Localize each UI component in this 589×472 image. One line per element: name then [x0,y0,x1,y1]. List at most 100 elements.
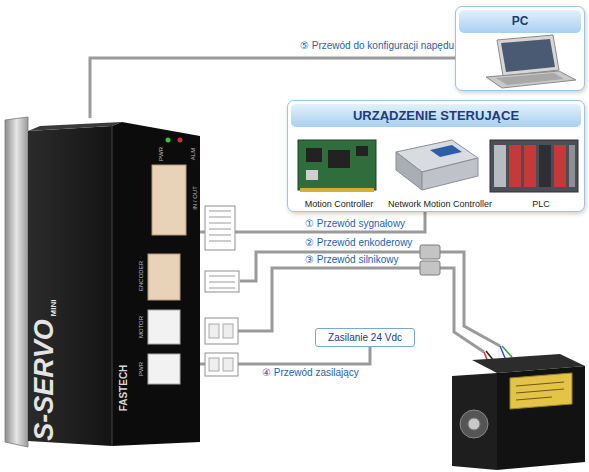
cable-label: ⑤ Przewód do konfiguracji napędu [300,40,454,51]
driver-front [112,122,200,446]
pin [209,276,235,277]
encoder-plug [205,271,239,292]
device-label: Network Motion Controller [382,199,498,209]
pcb-contacts [300,188,374,192]
pin [223,324,233,338]
driver-body [5,117,200,447]
port-label: ENCODER [138,261,144,291]
laptop-base [486,71,576,88]
plc-module [569,145,575,187]
plc-module [539,145,551,187]
driver-side [28,126,112,446]
driver-edge [112,126,113,446]
cable-connector [200,212,425,232]
port-label: MOTOR [138,316,144,338]
laptop-screen [501,39,555,72]
cable-label: ④ Przewód zasilający [262,367,359,378]
pin [209,288,235,289]
chip [328,150,350,168]
plc-module [509,145,521,187]
nameplate-line [516,389,564,393]
motor-flange [460,410,488,438]
plc-base [490,140,578,192]
controller-item: Network Motion Controller [382,133,498,211]
pin [209,241,231,242]
cable-label: ③ Przewód silnikowy [305,254,398,265]
cable-plugs [205,206,239,376]
panel-heading: URZĄDZENIE STERUJĄCE [291,104,581,127]
power-socket [148,354,180,384]
controller-panel: URZĄDZENIE STERUJĄCE Motion ControllerNet… [287,100,585,212]
pin [209,324,219,338]
motor-cables [238,252,500,352]
pcb [298,140,376,190]
cable-label: ① Przewód sygnałowy [305,218,405,229]
pin [209,229,231,230]
motor-cable [440,268,484,352]
plc-rack [490,140,578,192]
led-label: ALM [190,148,196,160]
pin [209,282,235,283]
power-box: Zasilanie 24 Vdc [315,328,415,347]
network-controller-unit [396,140,478,190]
device-label: PLC [500,199,582,209]
led-label: PWR [158,147,164,161]
plc-module [554,145,566,187]
pin [209,223,231,224]
brand-name: FASTECH [118,365,129,412]
motor-plug [205,318,238,344]
alm-led [178,138,183,143]
pin [223,358,233,371]
motor-front [452,373,497,470]
laptop [486,35,576,88]
motor-shaft [468,418,480,430]
motor-side [497,366,585,470]
panel-heading: PC [459,10,581,33]
port-label: PWR [138,362,144,376]
motion-controller-card [298,140,376,192]
power-plug [205,353,238,376]
pin [209,358,219,371]
cable-connector [420,245,440,259]
chip [306,148,322,162]
pin [209,217,231,218]
laptop-lid [497,35,559,76]
cable-connector [200,347,370,364]
pc-panel: PC [455,6,585,91]
pwr-led [166,138,171,143]
signal-plug [205,206,235,250]
laptop-keyboard [496,73,564,85]
servo-driver: S-SERVO MINI FASTECH PWR ALM IN / OUT ENCODER M… [5,118,200,448]
servo-motor [452,346,585,470]
plc-module [494,145,506,187]
cable-label: ② Przewód enkoderowy [305,237,412,248]
unit-side [396,152,422,190]
heatsink-plate [5,117,28,447]
plc-module [524,145,536,187]
cable-connector [420,261,440,275]
cable-line [200,212,425,232]
cable-line [200,347,370,364]
device-label: Motion Controller [294,199,384,209]
controller-item: Motion Controller [294,133,384,211]
nameplate-line [516,397,552,400]
power-label: Zasilanie 24 Vdc [316,329,414,346]
wire [502,346,512,357]
motor-nameplate [510,373,572,409]
io-socket [152,165,186,235]
pin [209,211,231,212]
encoder-cable [440,252,500,346]
unit-front [422,158,478,190]
product-variant: MINI [49,300,58,317]
nameplate-line [516,382,564,386]
pin [209,235,231,236]
motor-cable [238,268,420,331]
plug-pins [209,211,231,241]
motor-socket [148,310,180,344]
port-label: IN / OUT [192,186,198,210]
controller-item: PLC [500,133,582,211]
component [306,170,318,180]
chip [356,146,368,156]
product-name: S-SERVO [29,319,60,441]
